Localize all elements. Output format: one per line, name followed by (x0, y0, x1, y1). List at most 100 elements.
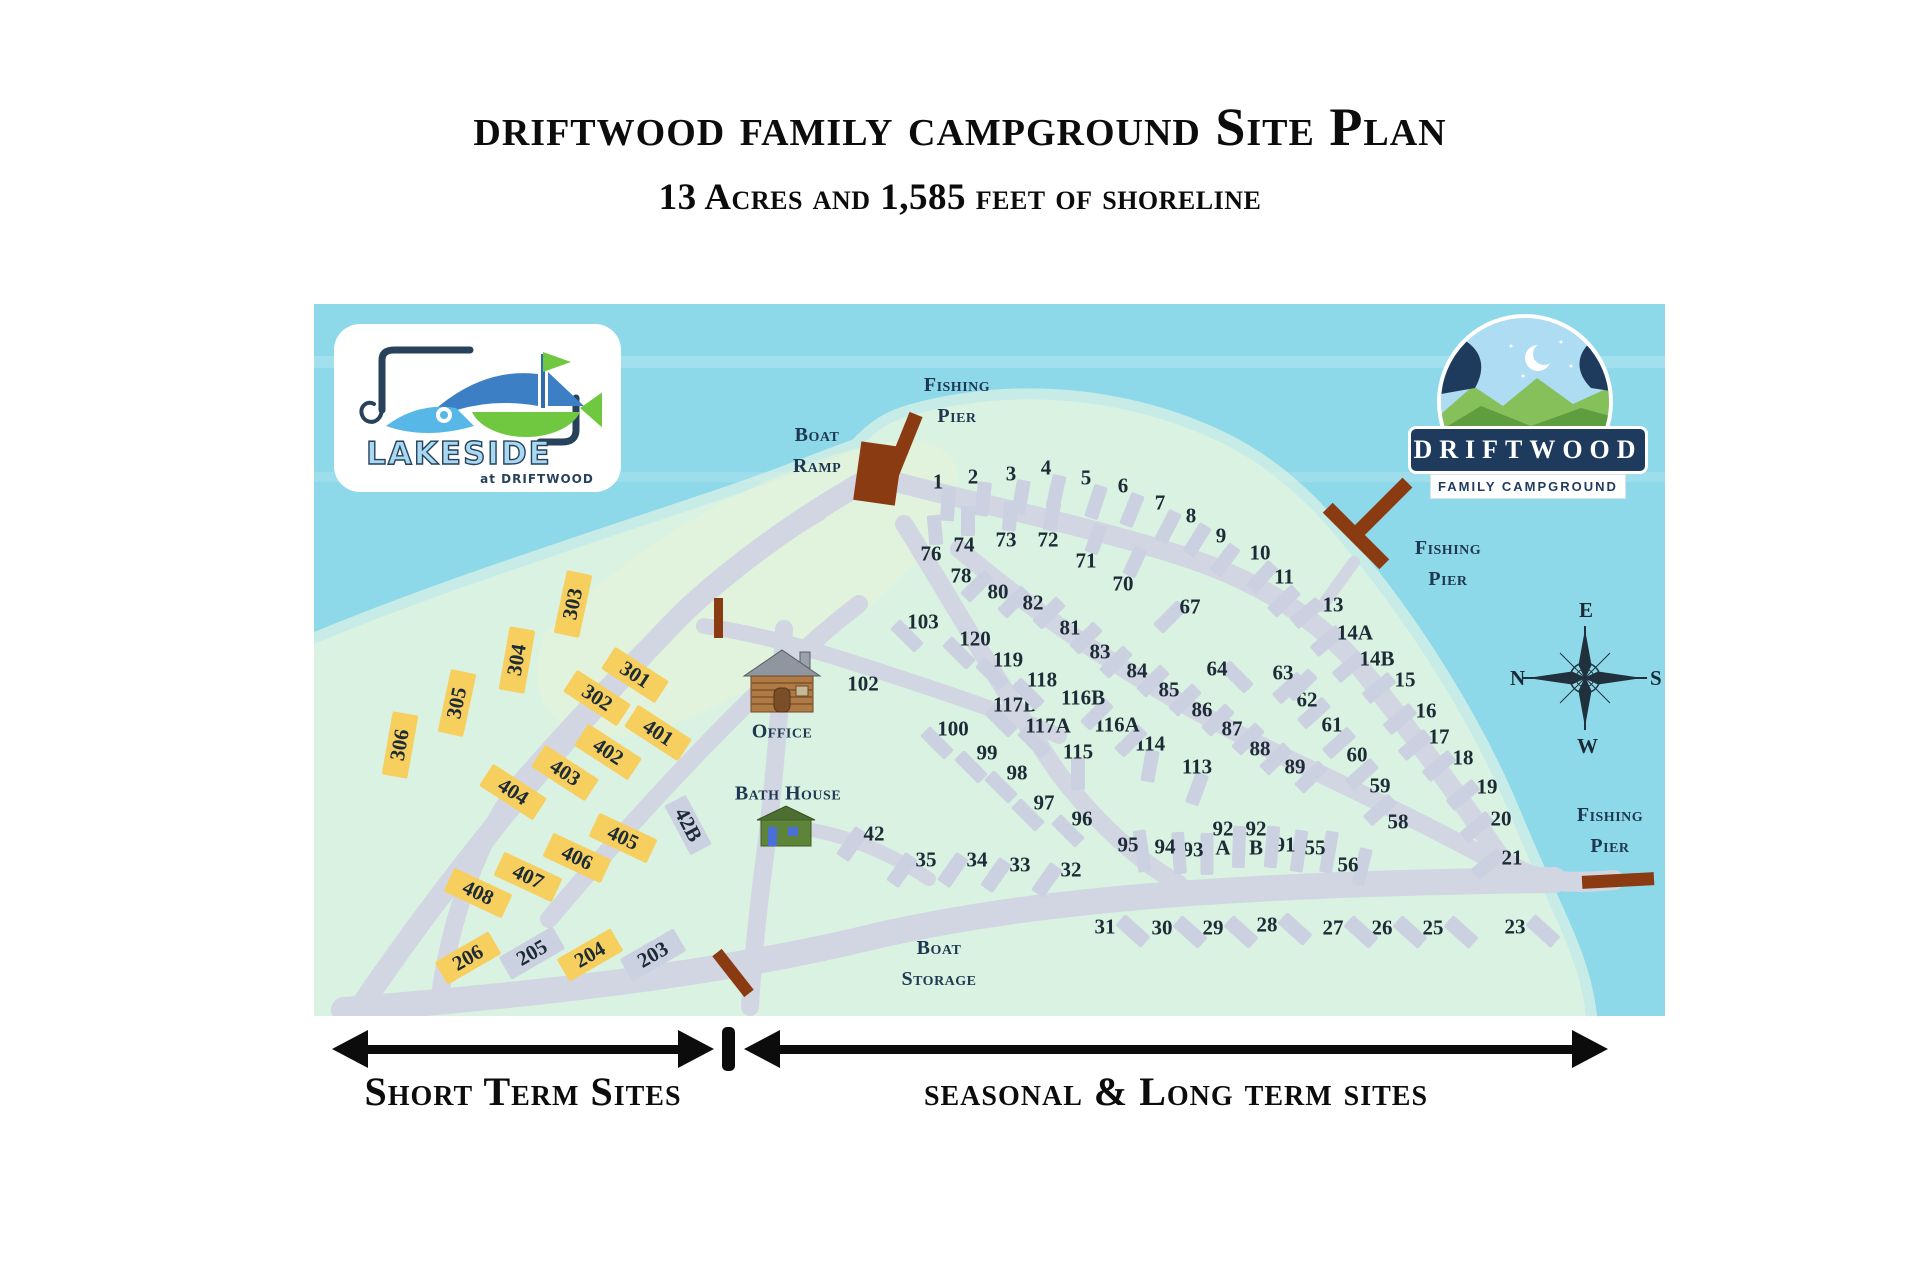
site-label-304: 304 (501, 642, 531, 678)
site-pad-31 (1115, 914, 1151, 948)
site-label-31: 31 (1094, 914, 1116, 939)
bath-house-window-icon (788, 827, 798, 836)
compass-south-letter: S (1650, 666, 1662, 690)
site-label-14A: 14A (1336, 620, 1374, 645)
site-label-20: 20 (1490, 806, 1512, 831)
site-label-116A: 116A (1094, 712, 1140, 737)
page-title: driftwood family campground Site Plan (473, 97, 1447, 157)
fishing-pier-right-label: Fishing Pier (1414, 537, 1482, 590)
site-pad-19 (1445, 778, 1481, 812)
legend-arrows (332, 1027, 1608, 1071)
water-band (314, 356, 1665, 368)
boat-ramp-label: Boat Ramp (792, 424, 842, 477)
site-pad-21 (1470, 847, 1506, 881)
fish-tail-icon (580, 392, 602, 428)
gate-post-icon (714, 598, 723, 638)
site-label-116B: 116B (1060, 685, 1106, 710)
site-pad-28 (1277, 912, 1313, 946)
legend-label-seasonal: seasonal & Long term sites (923, 1069, 1429, 1114)
site-label-9: 9 (1215, 523, 1227, 548)
site-label-85: 85 (1158, 677, 1180, 702)
fishing-pier-top-label: Fishing Pier (923, 374, 991, 427)
site-label-91: 91 (1274, 832, 1296, 857)
site-pad-115 (1071, 758, 1085, 790)
site-label-42: 42 (863, 821, 885, 846)
site-label-5: 5 (1080, 465, 1092, 490)
page-subtitle: 13 Acres and 1,585 feet of shoreline (658, 177, 1262, 218)
site-label-113: 113 (1181, 754, 1213, 779)
site-label-70: 70 (1112, 571, 1134, 596)
site-pad-18 (1421, 749, 1457, 783)
site-label-18: 18 (1452, 745, 1474, 770)
site-pad-25 (1443, 915, 1479, 949)
site-label-23: 23 (1504, 914, 1526, 939)
site-label-14B: 14B (1359, 646, 1395, 671)
compass-rose: E N S W (1510, 598, 1662, 758)
site-pad-13 (1289, 596, 1325, 630)
site-pad-32 (1031, 861, 1063, 899)
site-label-83: 83 (1089, 639, 1111, 664)
site-pad-20 (1459, 810, 1495, 844)
site-label-97: 97 (1033, 790, 1055, 815)
flag-icon (543, 352, 571, 372)
bath-house-cabin-icon (756, 805, 816, 847)
bath-house-door-icon (768, 827, 777, 846)
site-pad-16 (1382, 702, 1418, 736)
fishing-pier-right-icon (1322, 502, 1390, 570)
site-label-95: 95 (1117, 832, 1139, 857)
site-label-94: 94 (1154, 834, 1176, 859)
site-label-29: 29 (1202, 915, 1224, 940)
driftwood-logo-sub: FAMILY CAMPGROUND (1430, 474, 1626, 499)
site-label-71: 71 (1075, 548, 1097, 573)
office-window-icon (795, 685, 809, 697)
site-pad-34 (937, 851, 969, 889)
site-label-7: 7 (1154, 490, 1166, 515)
site-label-93: 93 (1182, 837, 1204, 862)
site-pad-92A (1231, 825, 1247, 869)
legend-label-short-term: Short Term Sites (364, 1069, 682, 1114)
site-label-73: 73 (995, 527, 1017, 552)
lakeside-logo-sub: at DRIFTWOOD (480, 472, 594, 486)
site-label-89: 89 (1284, 754, 1306, 779)
site-label-17: 17 (1428, 724, 1450, 749)
site-label-84: 84 (1126, 658, 1148, 683)
site-label-33: 33 (1009, 852, 1031, 877)
site-label-118: 118 (1026, 667, 1058, 692)
site-label-98: 98 (1006, 760, 1028, 785)
site-label-120: 120 (959, 626, 991, 651)
site-label-115: 115 (1062, 739, 1094, 764)
site-label-58: 58 (1387, 809, 1409, 834)
site-label-88: 88 (1249, 736, 1271, 761)
site-label-34: 34 (966, 847, 988, 872)
gate-bar-icon (712, 948, 754, 998)
site-label-303: 303 (557, 585, 588, 622)
compass-west-letter: W (1577, 734, 1598, 758)
site-label-76: 76 (920, 541, 942, 566)
site-label-78: 78 (950, 563, 972, 588)
site-label-92A: 92 A (1212, 816, 1234, 860)
fishing-pier-right-icon (1351, 477, 1413, 539)
site-label-60: 60 (1346, 742, 1368, 767)
boat-hull-icon (472, 412, 580, 437)
site-label-35: 35 (915, 847, 937, 872)
site-label-99: 99 (976, 740, 998, 765)
site-label-64: 64 (1206, 656, 1228, 681)
fishing-rod-icon (378, 346, 474, 414)
site-label-59: 59 (1369, 773, 1391, 798)
site-label-8: 8 (1185, 503, 1197, 528)
lakeside-fish-boat-icon (359, 346, 602, 446)
site-label-81: 81 (1059, 615, 1081, 640)
fish-head-icon (386, 406, 474, 433)
site-label-16: 16 (1415, 698, 1437, 723)
site-label-96: 96 (1071, 806, 1093, 831)
office-cabin-icon (742, 649, 822, 713)
fishing-pier-top-icon (883, 411, 923, 484)
site-pad-17 (1397, 728, 1433, 762)
site-label-6: 6 (1117, 473, 1129, 498)
site-label-25: 25 (1422, 915, 1444, 940)
site-label-117A: 117A (1025, 713, 1071, 738)
site-label-87: 87 (1221, 716, 1243, 741)
site-pad-74 (961, 506, 975, 536)
compass-east-letter: E (1579, 598, 1594, 622)
